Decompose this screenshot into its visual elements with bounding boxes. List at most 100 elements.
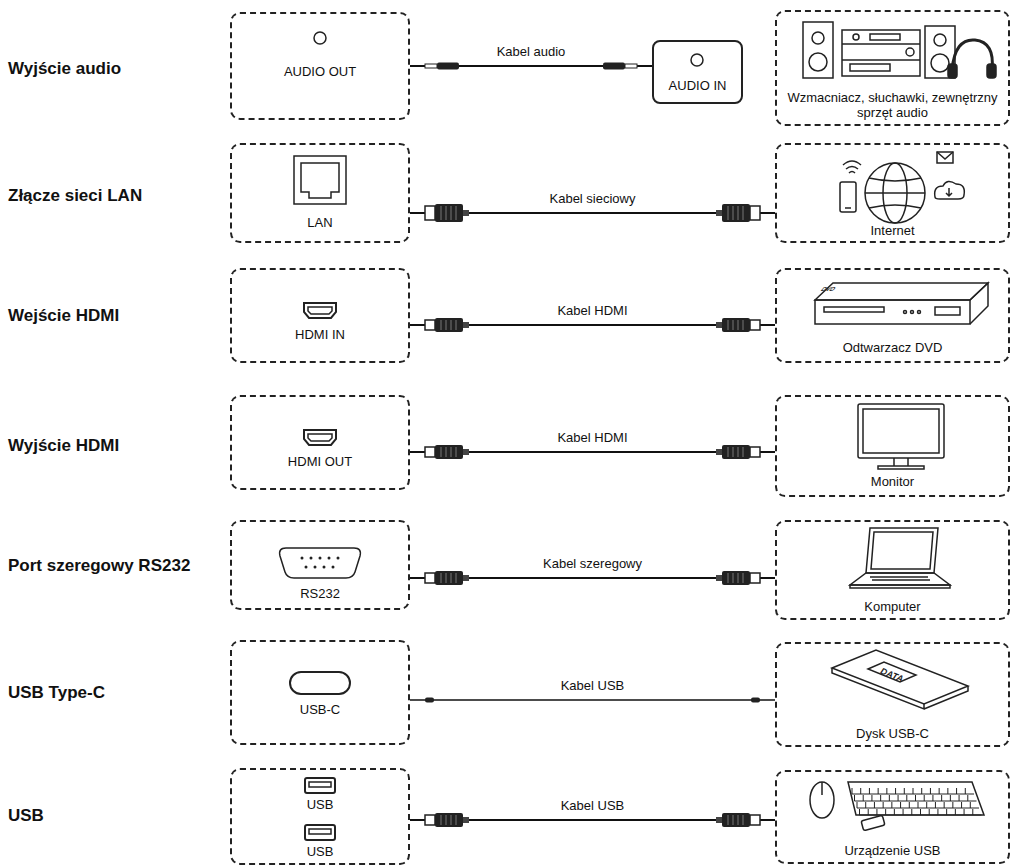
keyboard-key (871, 795, 872, 801)
keyboard-key (898, 795, 899, 801)
cable-plug (722, 571, 750, 585)
cable-plug (425, 64, 437, 68)
keyboard-key (918, 802, 919, 808)
keyboard-key (947, 788, 948, 794)
keyboard-key (972, 809, 973, 815)
keyboard-key (967, 795, 968, 801)
keyboard-key (909, 802, 910, 808)
cable-plug (750, 320, 760, 330)
plug-grip (738, 573, 739, 583)
cable-label: Kabel HDMI (554, 303, 630, 318)
keyboard-key (865, 802, 866, 808)
node-text: Internet (779, 223, 1006, 238)
cable-plug (425, 573, 435, 583)
cable-plug (463, 575, 469, 581)
keyboard-key (944, 802, 945, 808)
keyboard-key (891, 802, 892, 808)
node-text: LAN (234, 215, 406, 230)
lan-port-icon (294, 156, 346, 204)
serial-port-icon (280, 548, 361, 578)
cable-label: Kabel HDMI (554, 430, 630, 445)
cable-plug (716, 449, 722, 455)
plug-grip (728, 320, 729, 330)
keyboard-key (952, 802, 953, 808)
cable-label: Kabel USB (558, 798, 628, 813)
cable-plug (716, 575, 722, 581)
plug-grip (451, 447, 452, 457)
plug-grip (743, 447, 744, 457)
cable-label: Kabel szeregowy (540, 556, 645, 571)
dashed-box: Dysk USB-C (775, 642, 1010, 747)
keyboard-key (903, 809, 904, 815)
plug-grip (738, 815, 739, 825)
plug-grip (446, 573, 447, 583)
keyboard-key (854, 795, 855, 801)
keyboard-key (880, 795, 881, 801)
keyboard-key (926, 802, 927, 808)
keyboard-key (930, 788, 931, 794)
plug-grip (441, 206, 442, 220)
keyboard-key (915, 795, 916, 801)
plug-grip (446, 815, 447, 825)
keyboard-key (965, 788, 966, 794)
node-text: Urządzenie USB (779, 843, 1006, 858)
usb-device-illustration (810, 782, 984, 831)
node-text: Monitor (779, 474, 1006, 489)
keyboard-key (878, 788, 879, 794)
cable-plug (463, 210, 469, 216)
keyboard-key (921, 788, 922, 794)
dashed-box: HDMI OUT (230, 395, 410, 490)
keyboard-key (913, 788, 914, 794)
keyboard-key (939, 788, 940, 794)
usb-drive-illustration (832, 650, 968, 709)
cable-plug (750, 815, 760, 825)
plug-grip (456, 447, 457, 457)
keyboard-key (920, 809, 921, 815)
dashed-box: HDMI IN (230, 268, 410, 363)
plug-grip (733, 573, 734, 583)
cable-plug (463, 322, 469, 328)
usbc-port-icon (290, 672, 350, 694)
keyboard-key (937, 809, 938, 815)
keyboard-key (946, 809, 947, 815)
plug-grip (441, 447, 442, 457)
cable-plug (750, 447, 760, 457)
row-label: Złącze sieci LAN (8, 185, 213, 206)
cable-plug (716, 322, 722, 328)
cable-plug (425, 320, 435, 330)
dashed-box: RS232 (230, 520, 410, 610)
plug-grip (733, 447, 734, 457)
keyboard-key (889, 795, 890, 801)
row-label: USB Type-C (8, 682, 213, 703)
cable-plug (425, 815, 435, 825)
keyboard-key (964, 809, 965, 815)
plug-grip (446, 206, 447, 220)
dashed-box: Urządzenie USB (775, 770, 1010, 864)
internet-illustration (840, 152, 964, 223)
plug-grip (728, 815, 729, 825)
plug-grip (728, 206, 729, 220)
node-text: Odtwarzacz DVD (779, 340, 1006, 355)
keyboard-key (924, 795, 925, 801)
plug-grip (441, 573, 442, 583)
plug-grip (728, 447, 729, 457)
node-text: USB (234, 844, 406, 859)
cable-label: Kabel USB (558, 678, 628, 693)
plug-grip (733, 206, 734, 220)
plug-grip (738, 447, 739, 457)
keyboard-key (932, 795, 933, 801)
keyboard-key (941, 795, 942, 801)
keyboard-key (895, 788, 896, 794)
keyboard-key (852, 788, 853, 794)
plug-grip (743, 320, 744, 330)
dvd-player-illustration (815, 283, 988, 324)
cable-plug (722, 318, 750, 332)
cable-plug (425, 698, 434, 703)
keyboard-key (959, 795, 960, 801)
cable-plug (463, 817, 469, 823)
keyboard-key (955, 809, 956, 815)
cable-label: Kabel sieciowy (547, 191, 639, 206)
plug-grip (456, 573, 457, 583)
row-label: Wejście HDMI (8, 305, 213, 326)
node-text: AUDIO OUT (234, 64, 406, 79)
